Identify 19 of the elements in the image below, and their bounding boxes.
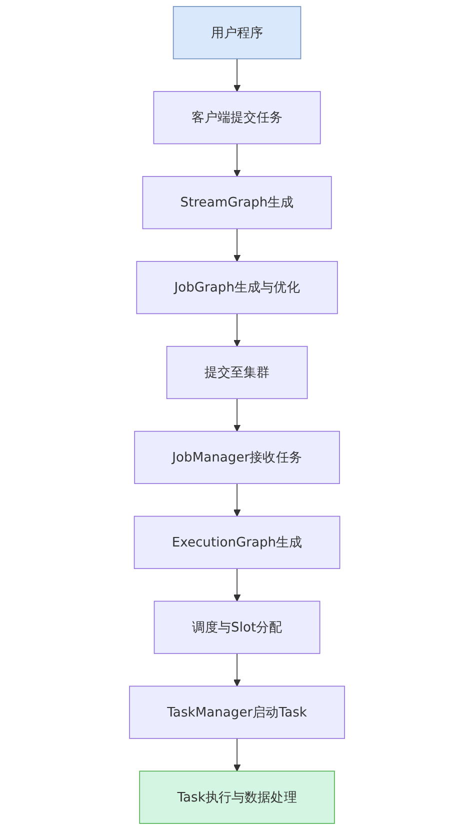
arrow	[233, 143, 241, 177]
arrow	[233, 738, 241, 772]
arrow	[233, 568, 241, 602]
arrow	[233, 653, 241, 686]
node-box: StreamGraph生成	[142, 176, 332, 230]
node-box: 用户程序	[172, 6, 302, 60]
node-box: 提交至集群	[166, 346, 308, 400]
arrow	[233, 398, 241, 432]
node-box: JobGraph生成与优化	[136, 261, 338, 314]
arrow	[233, 58, 241, 92]
node-box: 客户端提交任务	[153, 91, 321, 144]
node-box: Task执行与数据处理	[139, 770, 335, 824]
node-box: 调度与Slot分配	[154, 600, 320, 654]
arrow	[233, 228, 241, 262]
node-box: ExecutionGraph生成	[134, 516, 340, 569]
arrow	[233, 313, 241, 347]
arrow	[233, 483, 241, 517]
node-box: TaskManager启动Task	[129, 686, 345, 739]
node-box: JobManager接收任务	[134, 430, 340, 484]
